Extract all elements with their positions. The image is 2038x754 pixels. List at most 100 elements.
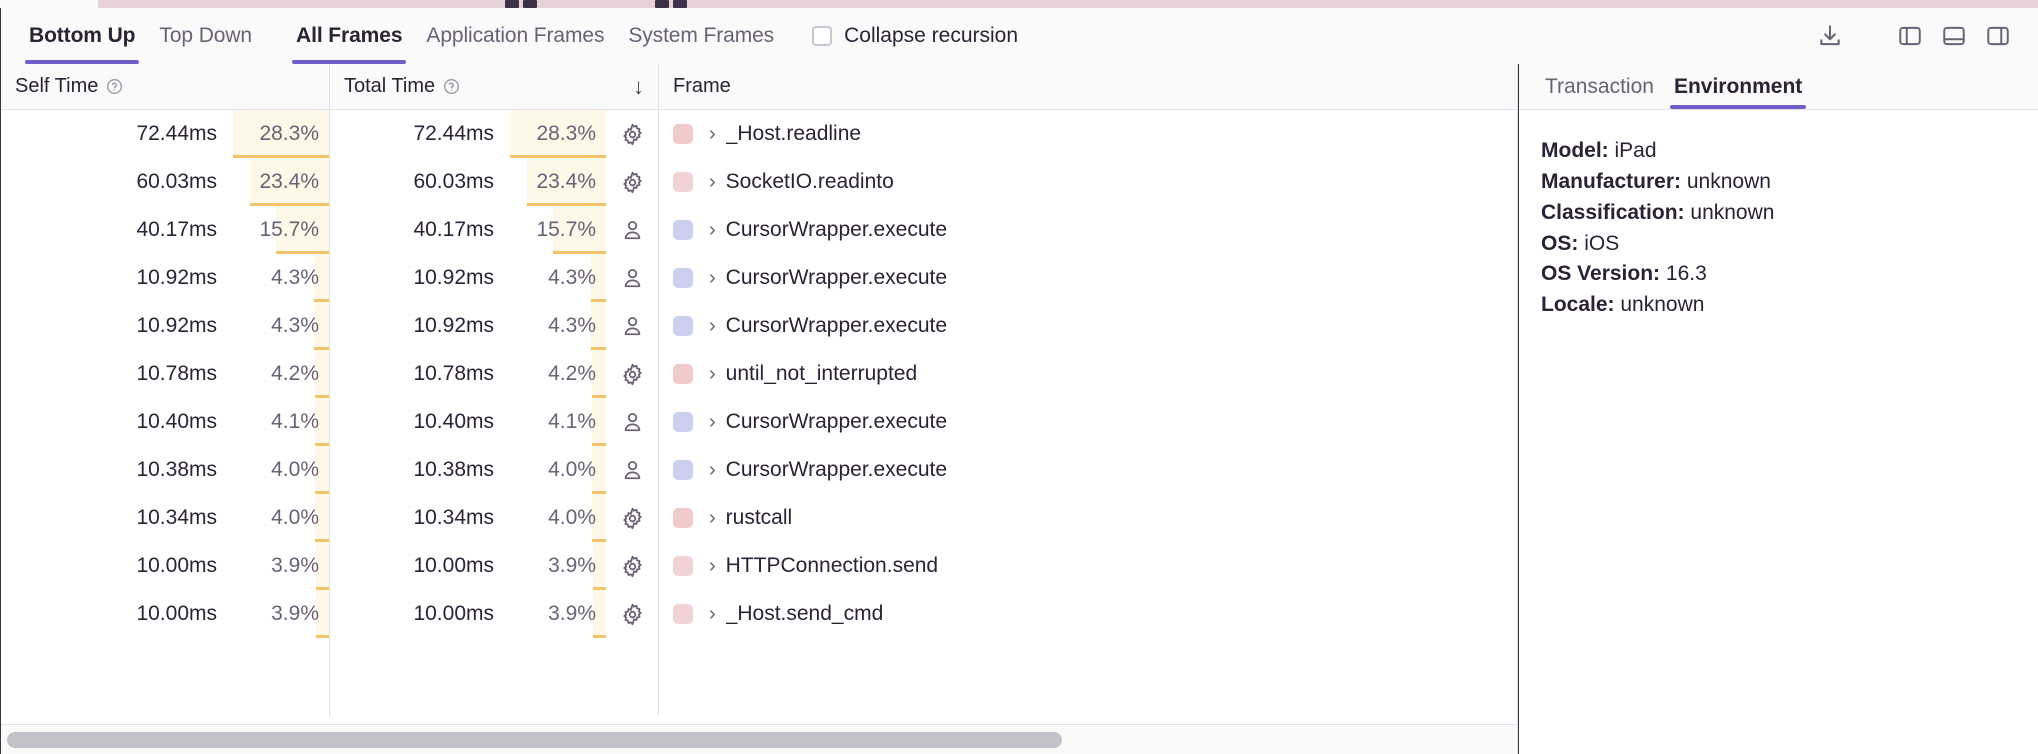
gear-icon[interactable] xyxy=(606,110,658,158)
percent-bar-underline xyxy=(510,155,606,158)
tab-bottom-up[interactable]: Bottom Up xyxy=(17,8,147,64)
help-icon[interactable] xyxy=(106,78,123,95)
person-icon[interactable] xyxy=(606,398,658,446)
cell-frame: ›CursorWrapper.execute xyxy=(659,302,1517,350)
horizontal-scrollbar-thumb[interactable] xyxy=(7,731,1062,748)
total-time-value: 10.40ms xyxy=(413,410,494,433)
gear-icon[interactable] xyxy=(606,350,658,398)
percent-bar-underline xyxy=(592,443,606,446)
percent-bar-underline xyxy=(592,491,606,494)
cell-frame: ›CursorWrapper.execute xyxy=(659,398,1517,446)
tab-system-frames[interactable]: System Frames xyxy=(616,8,786,64)
person-icon[interactable] xyxy=(606,254,658,302)
tab-top-down[interactable]: Top Down xyxy=(147,8,264,64)
frames-table: Self Time Total Time ↓ xyxy=(1,64,1518,754)
chevron-right-icon[interactable]: › xyxy=(709,267,716,289)
tab-transaction[interactable]: Transaction xyxy=(1535,64,1664,109)
percent-bar-fill xyxy=(510,110,606,158)
person-icon[interactable] xyxy=(606,446,658,494)
self-time-value: 72.44ms xyxy=(136,122,217,145)
gear-icon[interactable] xyxy=(606,494,658,542)
percent-bar-underline xyxy=(591,299,606,302)
percent-bar-fill xyxy=(276,206,329,254)
column-header-frame[interactable]: Frame xyxy=(659,64,1517,109)
chevron-right-icon[interactable]: › xyxy=(709,171,716,193)
flamegraph-strip[interactable] xyxy=(0,0,2038,8)
chevron-right-icon[interactable]: › xyxy=(709,507,716,529)
percent-bar-underline xyxy=(527,203,606,206)
chevron-right-icon[interactable]: › xyxy=(709,459,716,481)
sort-descending-icon[interactable]: ↓ xyxy=(633,73,644,99)
env-row: Model: iPad xyxy=(1541,136,2016,167)
tab-application-frames[interactable]: Application Frames xyxy=(414,8,616,64)
panel-left-icon[interactable] xyxy=(1892,18,1928,54)
chevron-right-icon[interactable]: › xyxy=(709,315,716,337)
env-value: iPad xyxy=(1614,139,1657,162)
frame-color-swatch xyxy=(673,124,693,144)
empty-frame-column xyxy=(659,638,1517,716)
env-row: Classification: unknown xyxy=(1541,198,2016,229)
collapse-recursion-toggle[interactable]: Collapse recursion xyxy=(812,24,1018,48)
gear-icon[interactable] xyxy=(606,542,658,590)
cell-frame: ›_Host.send_cmd xyxy=(659,590,1517,638)
empty-self-column xyxy=(1,638,330,716)
frame-color-swatch xyxy=(673,604,693,624)
download-icon[interactable] xyxy=(1812,18,1848,54)
panel-bottom-icon[interactable] xyxy=(1936,18,1972,54)
percent-bar-self: 3.9% xyxy=(233,590,329,638)
percent-bar-fill xyxy=(316,590,329,638)
panel-right-icon[interactable] xyxy=(1980,18,2016,54)
person-icon[interactable] xyxy=(606,302,658,350)
frame-name: CursorWrapper.execute xyxy=(725,458,948,481)
gear-icon[interactable] xyxy=(606,158,658,206)
percent-bar-fill xyxy=(314,302,329,350)
chevron-right-icon[interactable]: › xyxy=(709,411,716,433)
percent-bar-underline xyxy=(276,251,329,254)
percent-bar-self: 23.4% xyxy=(233,158,329,206)
frame-color-swatch xyxy=(673,172,693,192)
collapse-recursion-checkbox[interactable] xyxy=(812,26,833,46)
chevron-right-icon[interactable]: › xyxy=(709,123,716,145)
person-icon[interactable] xyxy=(606,206,658,254)
env-key: Manufacturer: xyxy=(1541,169,1682,193)
tab-all-frames[interactable]: All Frames xyxy=(284,8,414,64)
column-header-total-time[interactable]: Total Time ↓ xyxy=(330,64,659,109)
chevron-right-icon[interactable]: › xyxy=(709,555,716,577)
column-header-self-time[interactable]: Self Time xyxy=(1,64,330,109)
percent-bar-fill xyxy=(233,110,329,158)
horizontal-scrollbar[interactable] xyxy=(1,724,1517,754)
frame-color-swatch xyxy=(673,556,693,576)
tab-environment[interactable]: Environment xyxy=(1664,64,1812,109)
percent-bar-fill xyxy=(593,590,606,638)
env-key: OS: xyxy=(1541,231,1579,255)
gear-icon[interactable] xyxy=(606,590,658,638)
cell-frame: › CursorWrapper.execute xyxy=(659,446,1517,494)
percent-bar-fill xyxy=(592,446,606,494)
percent-bar-total: 23.4% xyxy=(510,158,606,206)
percent-bar-total: 4.1% xyxy=(510,398,606,446)
chevron-right-icon[interactable]: › xyxy=(709,603,716,625)
sidebar-tabs: Transaction Environment xyxy=(1519,64,2038,110)
help-icon[interactable] xyxy=(443,78,460,95)
frame-name: CursorWrapper.execute xyxy=(725,266,948,289)
chevron-right-icon[interactable]: › xyxy=(709,363,716,385)
flamegraph-block xyxy=(523,0,537,8)
chevron-right-icon[interactable]: › xyxy=(709,219,716,241)
percent-value: 4.3% xyxy=(548,266,596,289)
toolbar-actions xyxy=(1812,18,2016,54)
